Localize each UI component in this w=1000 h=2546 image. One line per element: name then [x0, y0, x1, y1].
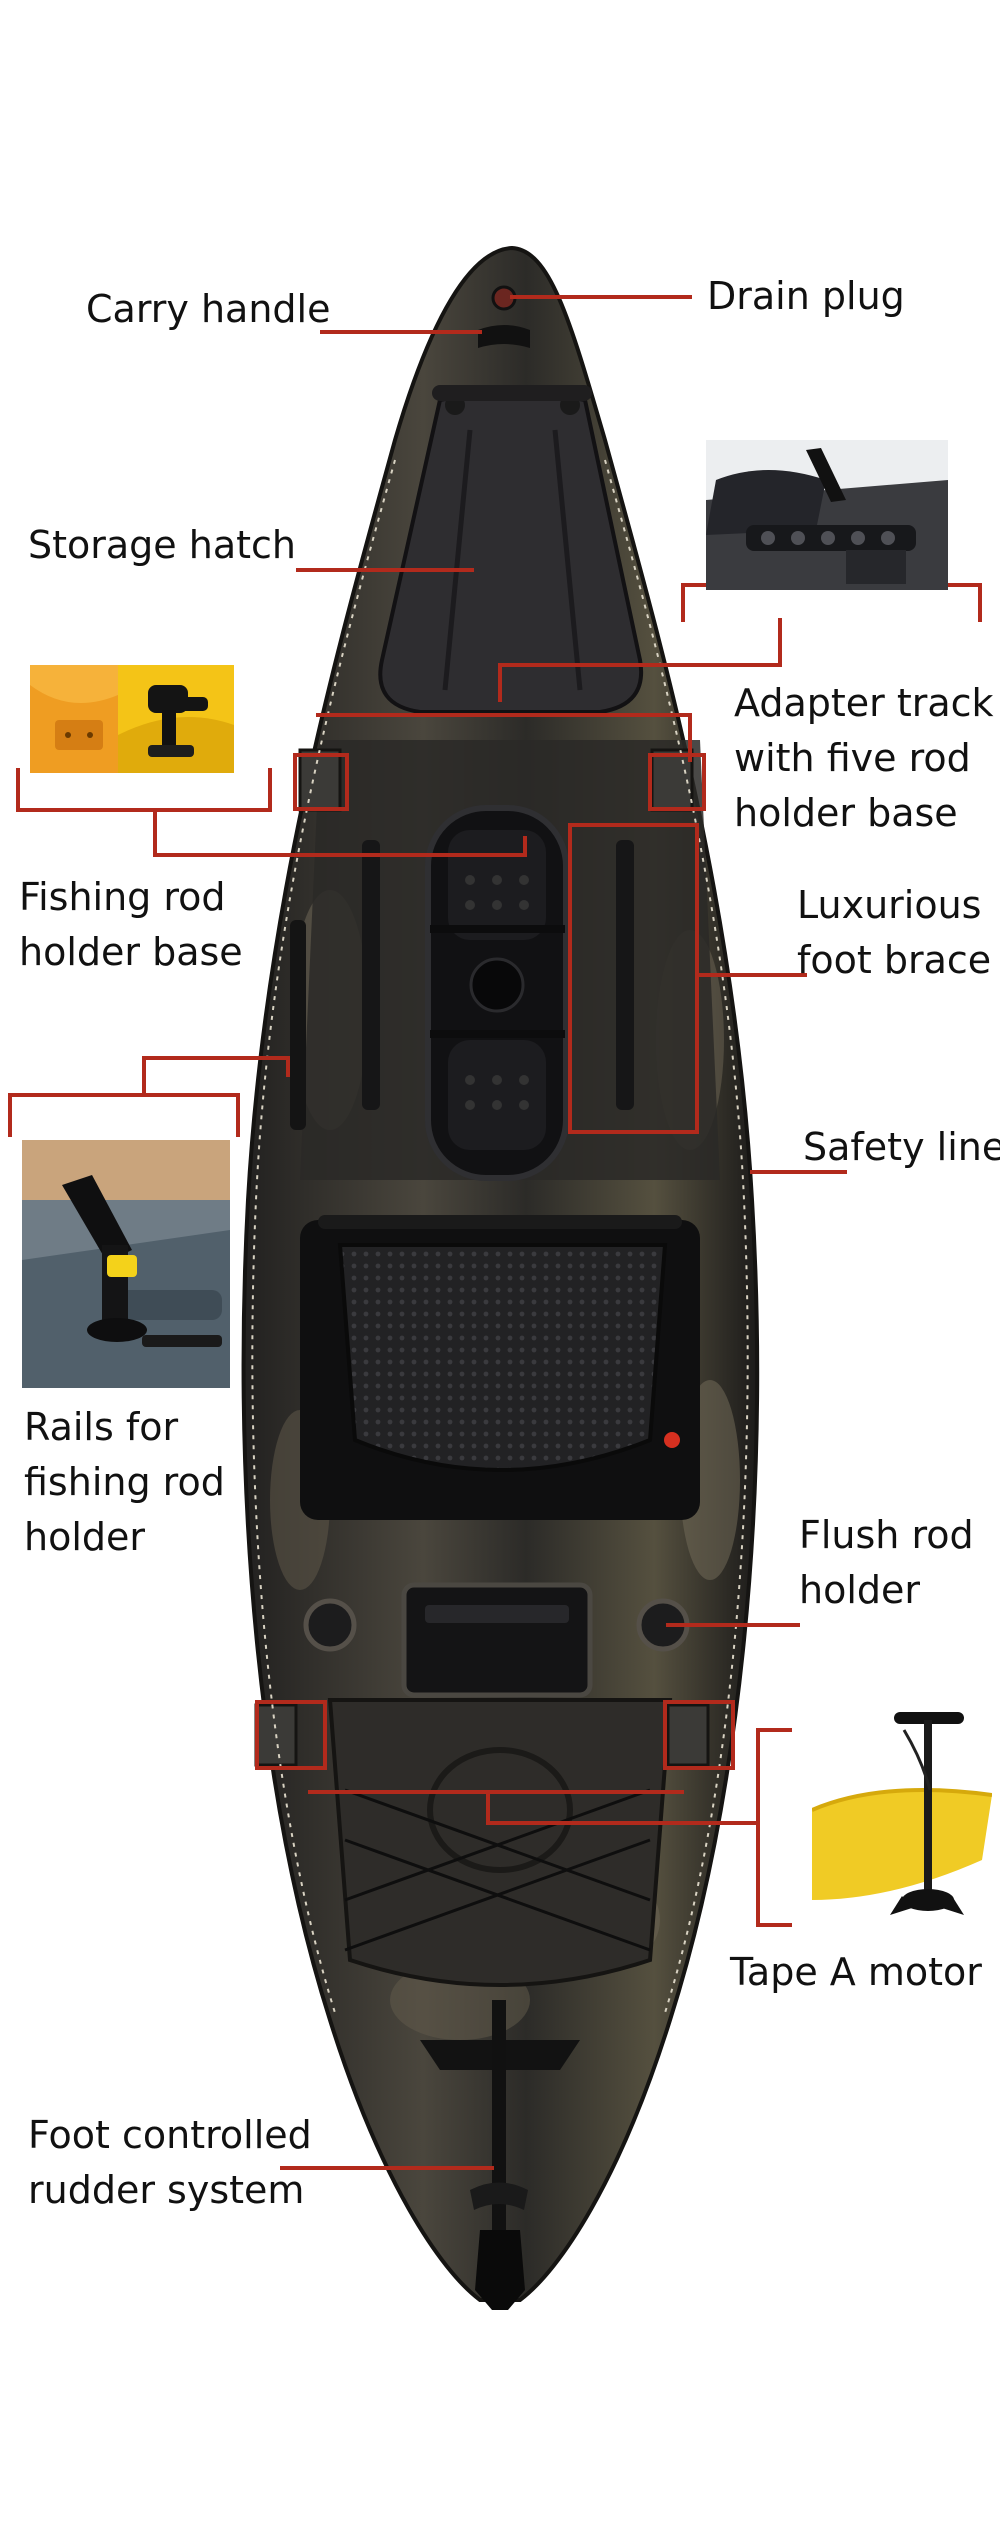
seat-mesh — [337, 1243, 668, 1472]
drain-plug-label: Drain plug — [707, 274, 905, 318]
safety-line-label: Safety line — [803, 1125, 1000, 1169]
rod-holder-rail-photo-icon — [22, 1140, 230, 1388]
leader-lines — [8, 295, 982, 2170]
rod-holder-base-photo-icon-left — [30, 665, 118, 773]
trolling-motor-photo-icon — [812, 1700, 992, 1932]
rear-tank-well — [327, 1698, 673, 1987]
rod-holder-base-photo-icon — [118, 665, 234, 773]
rudder-shape — [475, 2230, 525, 2310]
rudder-shaft — [492, 2000, 506, 2260]
fishing-rod-holder-base-label: Fishing rod holder base — [19, 875, 243, 974]
box-rod-base-right — [648, 753, 706, 811]
flush-rod-holder-label: Flush rod holder — [799, 1513, 974, 1612]
box-adapter-track — [316, 713, 692, 762]
box-rear-left — [255, 1700, 327, 1770]
leader-motor — [308, 1728, 792, 1927]
carry-handle-label: Carry handle — [86, 287, 331, 331]
leader-fishing-rod-holder-base — [16, 768, 527, 857]
adapter-track-photo-icon — [706, 440, 948, 590]
adapter-track-label: Adapter track with five rod holder base — [734, 681, 994, 835]
box-rear-right — [663, 1700, 735, 1770]
leader-rails — [8, 1056, 290, 1137]
kayak-top-view-icon — [241, 245, 760, 2310]
rudder-label: Foot controlled rudder system — [28, 2113, 312, 2212]
storage-hatch-label: Storage hatch — [28, 523, 297, 567]
carry-handle-shape — [478, 325, 530, 348]
box-foot-brace — [568, 823, 699, 1134]
box-rod-base-left — [293, 753, 349, 811]
rails-label: Rails for fishing rod holder — [24, 1405, 225, 1559]
foot-brace-label: Luxurious foot brace — [797, 883, 992, 982]
motor-label: Tape A motor — [730, 1950, 982, 1994]
